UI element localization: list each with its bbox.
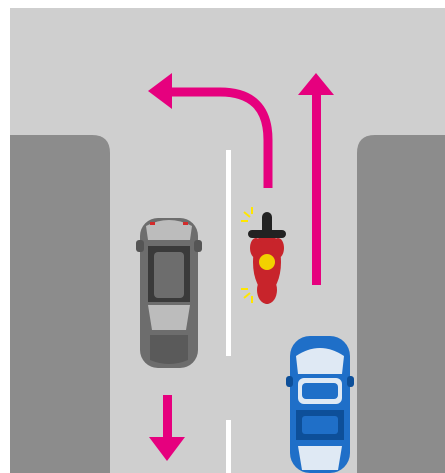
gray-car-icon [136,218,202,368]
left-curb-block [10,135,110,473]
cross-road [10,8,445,134]
lane-marking [226,150,231,356]
right-curb-block [357,135,445,473]
blue-car-icon [286,336,354,473]
lane-marking [226,420,231,473]
